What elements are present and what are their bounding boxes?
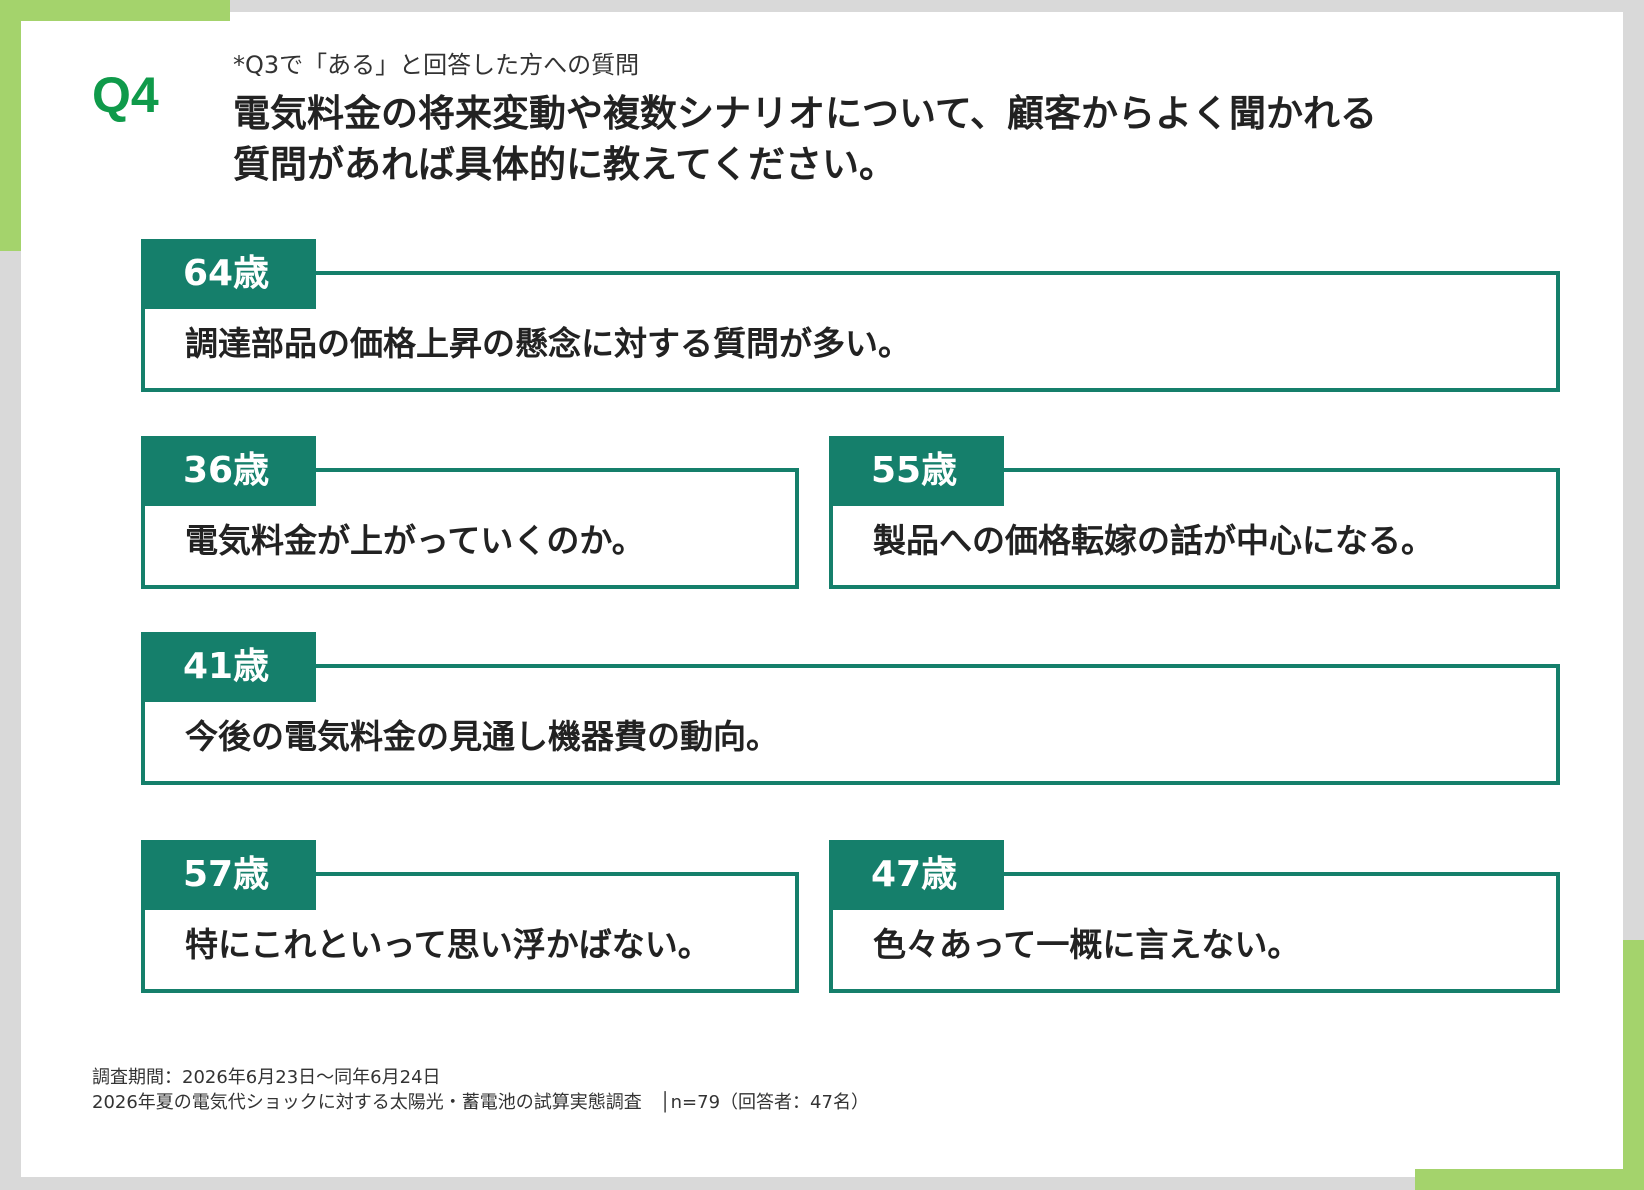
question-title: 電気料金の将来変動や複数シナリオについて、顧客からよく聞かれる 質問があれば具体…: [233, 88, 1377, 190]
corner-accent-bottom-right: [1415, 1169, 1644, 1190]
response-card: 36歳 電気料金が上がっていくのか。: [141, 436, 799, 589]
age-tab: 55歳: [829, 436, 1004, 506]
response-box: [141, 664, 1560, 785]
age-tab: 47歳: [829, 840, 1004, 910]
age-tab: 36歳: [141, 436, 316, 506]
response-box: [141, 468, 799, 589]
response-card: 57歳 特にこれといって思い浮かばない。: [141, 840, 799, 993]
survey-source: 調査期間：2026年6月23日～同年6月24日 2026年夏の電気代ショックに対…: [92, 1065, 869, 1115]
response-card: 41歳 今後の電気料金の見通し機器費の動向。: [141, 632, 1560, 785]
response-text: 今後の電気料金の見通し機器費の動向。: [185, 717, 779, 756]
response-card: 64歳 調達部品の価格上昇の懸念に対する質問が多い。: [141, 239, 1560, 392]
question-title-line-1: 電気料金の将来変動や複数シナリオについて、顧客からよく聞かれる: [233, 92, 1378, 135]
age-tab: 41歳: [141, 632, 316, 702]
response-text: 特にこれといって思い浮かばない。: [185, 925, 711, 964]
response-text: 色々あって一概に言えない。: [873, 925, 1301, 964]
response-text: 調達部品の価格上昇の懸念に対する質問が多い。: [185, 324, 911, 363]
age-tab: 57歳: [141, 840, 316, 910]
age-tab: 64歳: [141, 239, 316, 309]
question-number: Q4: [92, 67, 159, 123]
corner-accent-right: [1623, 940, 1644, 1190]
question-title-line-2: 質問があれば具体的に教えてください。: [233, 143, 897, 186]
survey-description: 2026年夏の電気代ショックに対する太陽光・蓄電池の試算実態調査 │n=79（回…: [92, 1092, 869, 1113]
response-box: [141, 271, 1560, 392]
corner-accent-top-left: [0, 0, 230, 21]
question-note: *Q3で「ある」と回答した方への質問: [233, 51, 640, 79]
survey-period: 調査期間：2026年6月23日～同年6月24日: [92, 1067, 441, 1088]
response-card: 55歳 製品への価格転嫁の話が中心になる。: [829, 436, 1560, 589]
corner-accent-left: [0, 0, 21, 251]
response-text: 製品への価格転嫁の話が中心になる。: [873, 521, 1434, 560]
response-card: 47歳 色々あって一概に言えない。: [829, 840, 1560, 993]
response-text: 電気料金が上がっていくのか。: [185, 521, 645, 560]
